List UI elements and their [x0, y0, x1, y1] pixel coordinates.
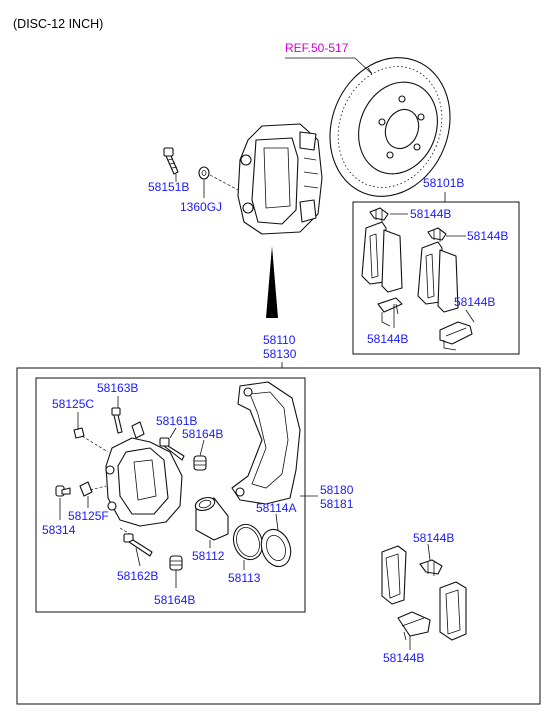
label-58144B-loose-clip[interactable]: 58144B	[413, 531, 454, 545]
brake-pad-top-left	[361, 221, 403, 293]
label-58113[interactable]: 58113	[228, 571, 261, 585]
guide-pin-58161B-icon	[159, 437, 185, 461]
brake-disc	[329, 57, 451, 197]
label-58163B[interactable]: 58163B	[97, 381, 138, 395]
caliper-parts-box	[35, 377, 306, 613]
bleeder-58125F-icon	[79, 481, 93, 497]
label-58164B-lower[interactable]: 58164B	[154, 593, 195, 607]
caliper-kit-box	[16, 367, 541, 705]
label-58144B-pad-clip-3[interactable]: 58144B	[454, 295, 495, 309]
seal-58113-icon	[232, 523, 264, 561]
label-58144B-pad-clip-1[interactable]: 58144B	[410, 207, 451, 221]
label-58161B[interactable]: 58161B	[156, 414, 197, 428]
clip-top-1-icon	[369, 207, 389, 222]
piston-58112-icon	[194, 496, 229, 541]
nut-1360GJ-icon	[198, 166, 210, 180]
label-58101B[interactable]: 58101B	[423, 176, 464, 190]
clip-top-2-icon	[427, 227, 447, 242]
spring-bottom-2-icon	[439, 321, 473, 351]
caliper-assembly-top	[237, 123, 323, 235]
label-58151B[interactable]: 58151B	[148, 180, 189, 194]
cap-58125C-icon	[73, 424, 85, 439]
label-58125F[interactable]: 58125F	[68, 509, 109, 523]
bolt-58151B-icon	[163, 147, 179, 175]
label-58314[interactable]: 58314	[42, 523, 76, 537]
label-58181[interactable]: 58181	[320, 497, 354, 511]
label-58162B[interactable]: 58162B	[117, 569, 158, 583]
guide-pin-58162B-icon	[123, 533, 153, 557]
assembly-pointer	[266, 246, 278, 318]
brake-pad-bottom-left	[381, 545, 407, 605]
clip-bottom-icon	[419, 559, 443, 576]
boot-58164B-upper-icon	[193, 455, 207, 471]
label-58180[interactable]: 58180	[320, 483, 354, 497]
caliper-body	[105, 421, 183, 527]
diagram-title: (DISC-12 INCH)	[13, 17, 103, 31]
label-58164B-upper[interactable]: 58164B	[182, 427, 223, 441]
label-58130[interactable]: 58130	[263, 347, 297, 361]
pad-kit-box	[352, 201, 520, 355]
boot-58114A-icon	[260, 528, 292, 568]
spring-bottom-3-icon	[397, 611, 431, 641]
brake-pad-bottom-right	[439, 581, 467, 641]
bolt-58163B-icon	[111, 407, 123, 434]
label-58144B-pad-clip-4[interactable]: 58144B	[367, 332, 408, 346]
spring-bottom-1-icon	[377, 297, 403, 327]
label-58125C[interactable]: 58125C	[52, 397, 94, 411]
screw-58314-icon	[55, 485, 71, 497]
label-58112[interactable]: 58112	[192, 549, 225, 563]
label-58114A[interactable]: 58114A	[256, 501, 296, 515]
label-58144B-loose-spring[interactable]: 58144B	[383, 651, 424, 665]
label-1360GJ[interactable]: 1360GJ	[180, 200, 222, 214]
label-58110[interactable]: 58110	[263, 333, 296, 347]
reference-link[interactable]: REF.50-517	[285, 41, 349, 55]
boot-58164B-lower-icon	[169, 555, 183, 571]
caliper-bracket	[231, 381, 301, 505]
label-58144B-pad-clip-2[interactable]: 58144B	[467, 229, 508, 243]
brake-pad-top-right	[417, 241, 459, 313]
